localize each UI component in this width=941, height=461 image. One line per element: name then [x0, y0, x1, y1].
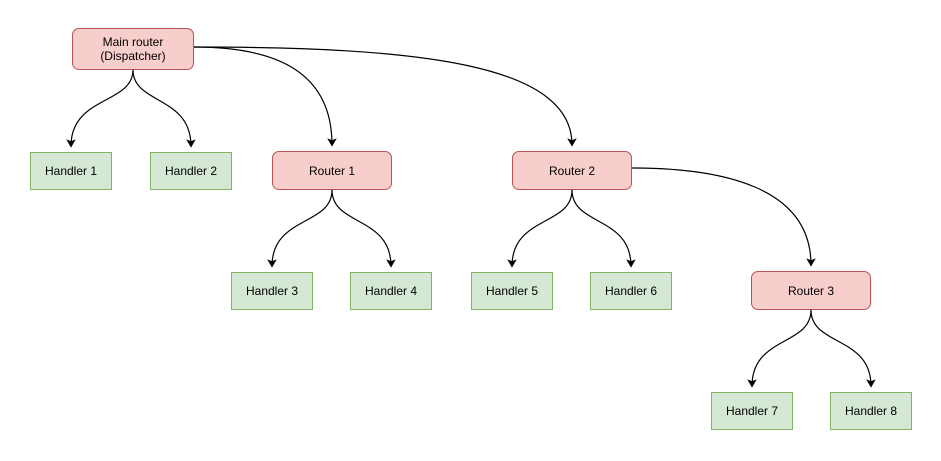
edge-router-1-to-handler-3: [267, 189, 333, 268]
node-handler-3[interactable]: Handler 3: [231, 272, 313, 310]
node-handler-8[interactable]: Handler 8: [830, 392, 912, 430]
node-router-3[interactable]: Router 3: [751, 271, 871, 310]
node-label-handler-3: Handler 3: [245, 284, 299, 298]
node-router-2[interactable]: Router 2: [512, 151, 632, 190]
node-handler-1[interactable]: Handler 1: [30, 152, 112, 190]
node-label-main-router: Main router (Dispatcher): [100, 35, 166, 63]
node-handler-2[interactable]: Handler 2: [150, 152, 232, 190]
edge-router-3-to-handler-8: [810, 309, 876, 388]
node-main-router[interactable]: Main router (Dispatcher): [72, 28, 194, 70]
edge-main-router-to-handler-1: [66, 69, 134, 148]
node-label-router-2: Router 2: [548, 163, 596, 178]
edge-main-router-to-router-2: [193, 46, 577, 147]
edge-router-2-to-handler-5: [507, 189, 573, 268]
node-handler-4[interactable]: Handler 4: [350, 272, 432, 310]
node-label-handler-4: Handler 4: [364, 284, 418, 298]
node-label-handler-2: Handler 2: [164, 164, 218, 178]
edges-group: [66, 46, 876, 388]
node-label-router-3: Router 3: [787, 283, 835, 298]
edge-router-2-to-router-3: [631, 167, 816, 267]
node-label-handler-5: Handler 5: [485, 284, 539, 298]
node-label-handler-1: Handler 1: [44, 164, 98, 178]
edge-router-3-to-handler-7: [747, 309, 812, 388]
edge-router-1-to-handler-4: [331, 189, 396, 268]
edge-main-router-to-router-1: [193, 46, 337, 147]
edge-main-router-to-handler-2: [132, 69, 196, 148]
node-label-router-1: Router 1: [308, 163, 356, 178]
node-label-handler-8: Handler 8: [844, 404, 898, 418]
node-router-1[interactable]: Router 1: [272, 151, 392, 190]
node-label-handler-7: Handler 7: [725, 404, 779, 418]
node-label-handler-6: Handler 6: [604, 284, 658, 298]
node-handler-5[interactable]: Handler 5: [471, 272, 553, 310]
node-handler-7[interactable]: Handler 7: [711, 392, 793, 430]
edge-router-2-to-handler-6: [571, 189, 636, 268]
node-handler-6[interactable]: Handler 6: [590, 272, 672, 310]
